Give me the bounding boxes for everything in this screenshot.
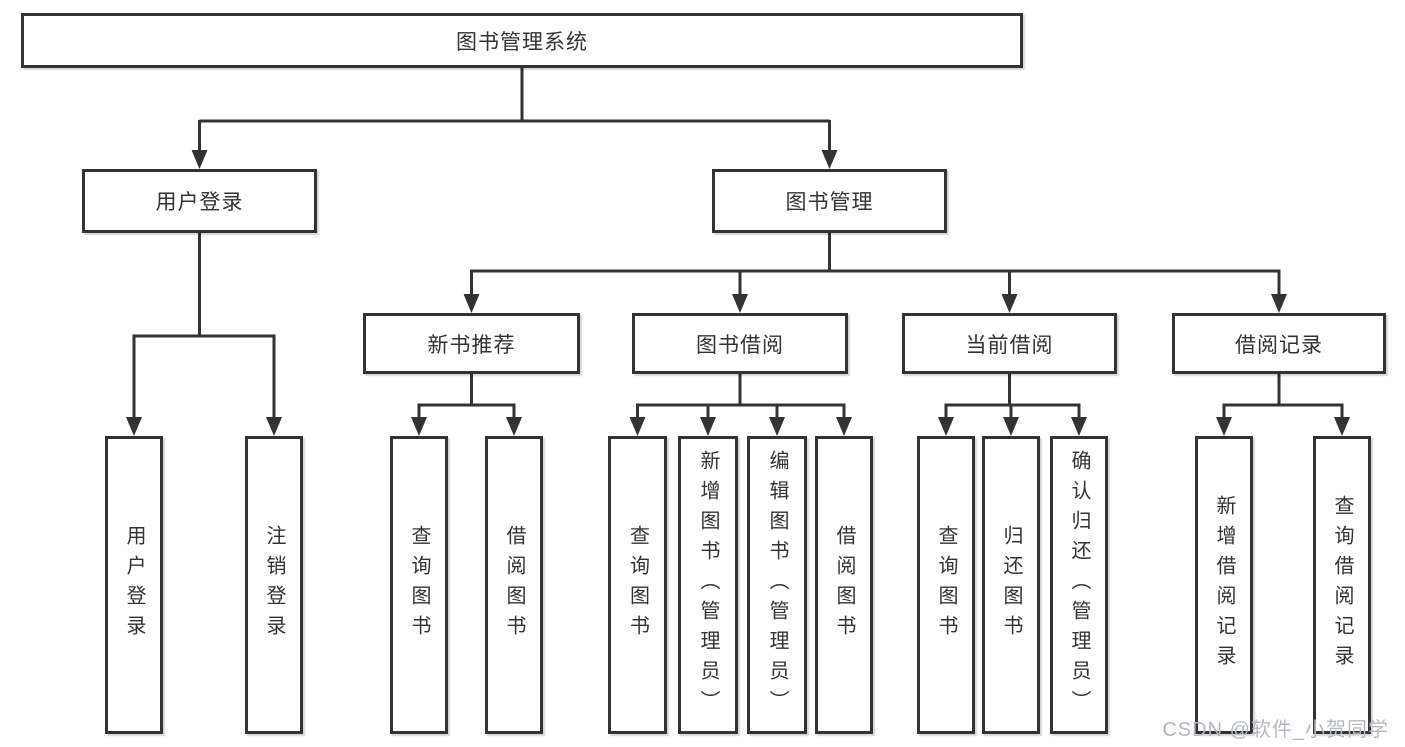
leaf-borrow-edit-book-admin-label: 编辑图书（管理员） xyxy=(766,450,788,720)
leaf-newrec-query-book: 查询图书 xyxy=(390,436,448,734)
leaf-current-query-book: 查询图书 xyxy=(917,436,975,734)
node-new-book-recommend: 新书推荐 xyxy=(363,313,580,374)
leaf-newrec-borrow-book-label: 借阅图书 xyxy=(503,525,525,645)
leaf-user-login: 用户登录 xyxy=(105,436,163,734)
leaf-current-confirm-return-admin-label: 确认归还（管理员） xyxy=(1068,450,1090,720)
node-user-login: 用户登录 xyxy=(82,169,317,233)
leaf-borrow-edit-book-admin: 编辑图书（管理员） xyxy=(747,436,807,734)
leaf-borrow-borrow-book: 借阅图书 xyxy=(815,436,873,734)
node-current-borrow: 当前借阅 xyxy=(902,313,1117,374)
leaf-record-query-record-label: 查询借阅记录 xyxy=(1331,495,1353,675)
leaf-record-add-record: 新增借阅记录 xyxy=(1195,436,1253,734)
leaf-user-login-label: 用户登录 xyxy=(123,525,145,645)
leaf-newrec-query-book-label: 查询图书 xyxy=(408,525,430,645)
node-book-borrow: 图书借阅 xyxy=(632,313,848,374)
node-book-management-label: 图书管理 xyxy=(785,191,874,214)
node-borrow-record: 借阅记录 xyxy=(1172,313,1386,374)
leaf-borrow-borrow-book-label: 借阅图书 xyxy=(833,525,855,645)
leaf-current-query-book-label: 查询图书 xyxy=(935,525,957,645)
node-user-login-label: 用户登录 xyxy=(155,191,244,214)
leaf-record-query-record: 查询借阅记录 xyxy=(1313,436,1371,734)
leaf-current-return-book-label: 归还图书 xyxy=(1000,525,1022,645)
leaf-current-return-book: 归还图书 xyxy=(982,436,1040,734)
leaf-current-confirm-return-admin: 确认归还（管理员） xyxy=(1050,436,1108,734)
node-root: 图书管理系统 xyxy=(21,13,1023,68)
node-book-management: 图书管理 xyxy=(712,169,947,233)
node-current-borrow-label: 当前借阅 xyxy=(965,333,1054,357)
leaf-borrow-add-book-admin-label: 新增图书（管理员） xyxy=(697,450,719,720)
leaf-borrow-add-book-admin: 新增图书（管理员） xyxy=(678,436,738,734)
node-new-book-recommend-label: 新书推荐 xyxy=(427,333,516,357)
leaf-record-add-record-label: 新增借阅记录 xyxy=(1213,495,1235,675)
leaf-borrow-query-book: 查询图书 xyxy=(608,436,667,734)
leaf-newrec-borrow-book: 借阅图书 xyxy=(485,436,543,734)
csdn-watermark: CSDN @软件_小贺同学 xyxy=(1162,719,1389,741)
node-borrow-record-label: 借阅记录 xyxy=(1235,333,1323,357)
leaf-borrow-query-book-label: 查询图书 xyxy=(626,525,649,645)
leaf-logout-login: 注销登录 xyxy=(245,436,303,734)
node-book-borrow-label: 图书借阅 xyxy=(696,333,784,357)
leaf-logout-login-label: 注销登录 xyxy=(263,525,285,645)
node-root-label: 图书管理系统 xyxy=(456,30,588,54)
